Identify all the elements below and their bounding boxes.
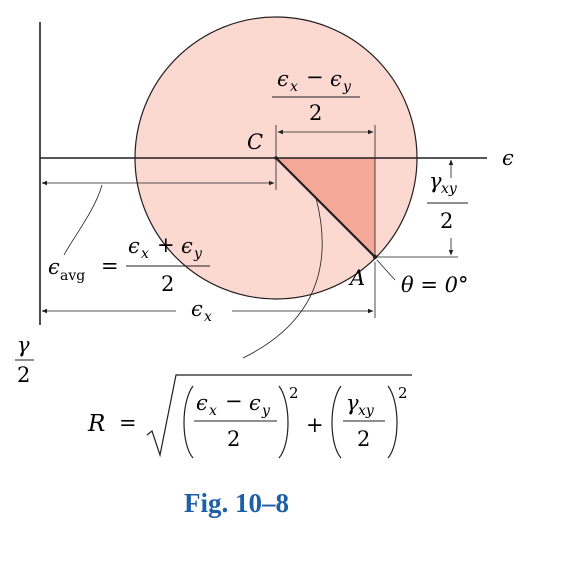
paren2-right — [387, 385, 398, 459]
center-label: C — [247, 130, 263, 154]
ex-epsilon: ϵ — [191, 297, 203, 321]
right-fraction: γ xy 2 — [427, 169, 468, 233]
top-num-sub-y: y — [342, 79, 352, 95]
top-num-epsilon-1: ϵ — [277, 67, 289, 91]
gamma-axis-numerator: γ — [17, 333, 30, 357]
f2-den: 2 — [357, 427, 370, 451]
right-den: 2 — [440, 209, 453, 233]
point-a-label: A — [348, 266, 365, 290]
f1-exponent: 2 — [289, 384, 299, 402]
avg-num-sub-y: y — [193, 246, 203, 262]
top-fraction: ϵ x − ϵ y 2 — [272, 65, 360, 125]
radius-line — [275, 157, 376, 258]
f1-den: 2 — [227, 427, 240, 451]
f2-gamma: γ — [346, 391, 359, 415]
paren1-right — [278, 385, 289, 459]
top-num-minus: − — [306, 65, 324, 89]
r-formula: R = ϵ x − ϵ y 2 2 + γ xy 2 2 — [87, 374, 412, 459]
avg-num-epsilon-2: ϵ — [181, 234, 193, 258]
r-symbol: R — [87, 411, 105, 437]
avg-num-sub-x: x — [141, 246, 149, 262]
r-leader — [242, 197, 323, 359]
top-den: 2 — [309, 101, 322, 125]
right-num-sub-xy: xy — [441, 181, 458, 197]
avg-num-plus: + — [157, 233, 175, 257]
epsilon-axis-label: ϵ — [502, 146, 514, 170]
avg-epsilon: ϵ — [48, 255, 60, 279]
avg-equals: = — [101, 254, 119, 278]
paren2-left — [331, 385, 342, 459]
f1-minus: − — [225, 389, 243, 413]
sqrt-sign — [146, 374, 412, 458]
avg-equation: ϵ avg = ϵ x + ϵ y 2 — [48, 233, 210, 296]
r-equals: = — [119, 411, 137, 435]
top-num-epsilon-2: ϵ — [330, 67, 342, 91]
f2-exponent: 2 — [398, 384, 408, 402]
theta-label: θ = 0° — [401, 273, 468, 297]
avg-sub: avg — [60, 268, 85, 284]
figure-caption: Fig. 10–8 — [184, 488, 289, 518]
f1-sub-y: y — [261, 403, 271, 419]
gamma-axis-denominator: 2 — [17, 363, 30, 387]
paren1-left — [183, 385, 194, 459]
avg-num-epsilon-1: ϵ — [128, 234, 140, 258]
f1-sub-x: x — [209, 403, 217, 419]
theta-leader — [376, 259, 396, 281]
right-num-gamma: γ — [429, 169, 442, 193]
formula-plus: + — [306, 413, 324, 437]
avg-den: 2 — [161, 272, 174, 296]
f2-sub-xy: xy — [358, 403, 375, 419]
ex-sub-x: x — [204, 309, 212, 325]
top-num-sub-x: x — [290, 79, 298, 95]
avg-leader — [63, 184, 103, 256]
ex-label: ϵ x — [191, 297, 212, 325]
f1-epsilon-2: ϵ — [249, 391, 261, 415]
f1-epsilon-1: ϵ — [196, 391, 208, 415]
